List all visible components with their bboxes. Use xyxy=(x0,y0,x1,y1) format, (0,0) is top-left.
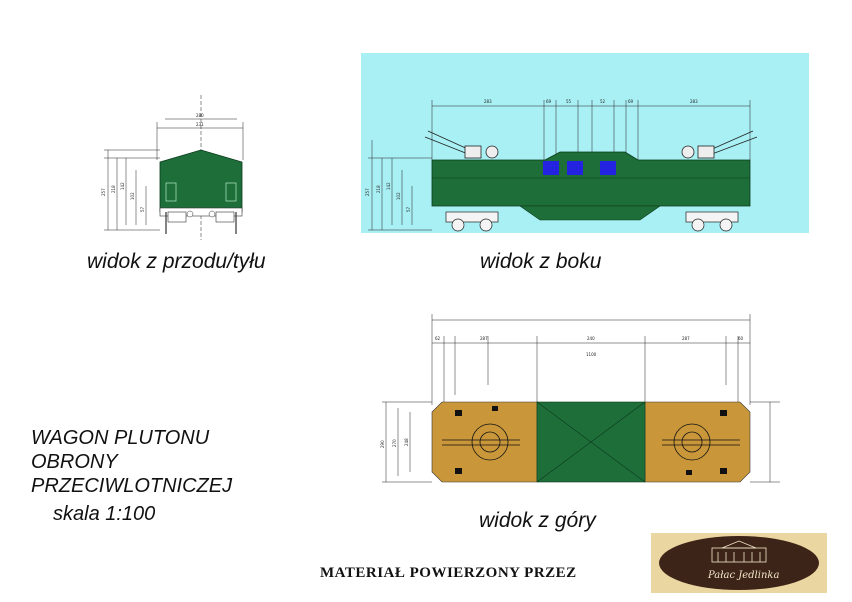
side-dim-top-2: 69 xyxy=(546,99,552,104)
top-dim-left-1: 290 xyxy=(380,440,385,448)
front-dim-left-3: 142 xyxy=(120,182,125,190)
title-line-3: PRZECIWLOTNICZEJ xyxy=(31,475,233,497)
scale-label: skala 1:100 xyxy=(53,503,156,525)
side-dim-left-3: 142 xyxy=(386,182,391,190)
side-dim-top-3: 55 xyxy=(566,99,572,104)
side-dim-left-5: 57 xyxy=(406,206,411,212)
top-dim-end-1: 62 xyxy=(435,336,441,341)
top-dim-mid-2: 240 xyxy=(587,336,595,341)
side-view-caption: widok z boku xyxy=(480,250,602,273)
front-view: 280 231 257 218 142 102 57 xyxy=(101,95,244,240)
title-block: WAGON PLUTONU OBRONY PRZECIWLOTNICZEJ sk… xyxy=(31,426,232,526)
top-view: 1100 287 240 287 62 60 xyxy=(380,314,780,483)
side-dim-top-5: 69 xyxy=(628,99,634,104)
front-dim-left-4: 102 xyxy=(130,192,135,200)
credit-text: MATERIAŁ POWIERZONY PRZEZ xyxy=(320,565,577,581)
title-line-2: OBRONY xyxy=(31,451,118,473)
front-dim-left-2: 218 xyxy=(111,185,116,193)
top-dim-left-2: 270 xyxy=(392,439,397,447)
title-line-1: WAGON PLUTONU xyxy=(31,427,210,449)
side-dim-left-2: 218 xyxy=(376,185,381,193)
side-dim-top-1: 283 xyxy=(484,99,492,104)
side-dim-top-6: 283 xyxy=(690,99,698,104)
top-dim-total: 1100 xyxy=(586,352,597,357)
front-dim-top-1: 280 xyxy=(196,113,204,118)
side-dim-left-4: 102 xyxy=(396,192,401,200)
top-dim-end-2: 60 xyxy=(738,336,744,341)
side-dim-top-4: 52 xyxy=(600,99,606,104)
side-view: 283 69 55 52 69 283 xyxy=(361,53,809,233)
top-view-caption: widok z góry xyxy=(479,509,596,532)
front-dim-left-5: 57 xyxy=(140,206,145,212)
front-dim-top-2: 231 xyxy=(196,122,204,127)
side-dim-left-1: 257 xyxy=(365,188,370,196)
front-view-caption: widok z przodu/tyłu xyxy=(87,250,266,273)
front-dim-left-1: 257 xyxy=(101,188,106,196)
logo-text: Pałac Jedlinka xyxy=(707,570,779,581)
top-dim-left-3: 248 xyxy=(404,438,409,446)
palace-logo: Pałac Jedlinka xyxy=(651,533,827,593)
top-dim-mid-1: 287 xyxy=(480,336,488,341)
top-dim-mid-3: 287 xyxy=(682,336,690,341)
